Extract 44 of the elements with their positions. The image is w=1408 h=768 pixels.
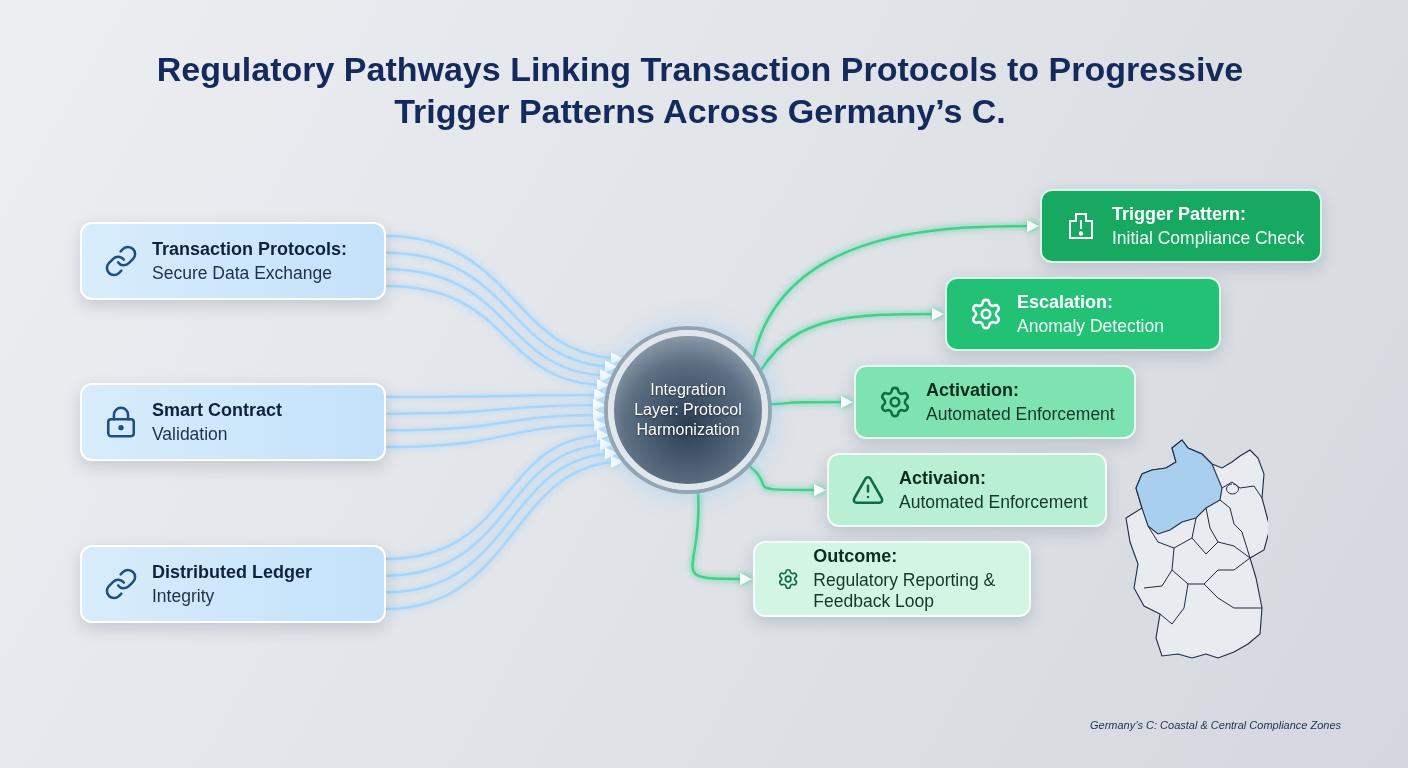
arrow [385,456,624,611]
arrow [752,219,1040,358]
arrow [385,448,618,594]
arrow [771,395,854,409]
arrow [386,388,607,402]
arrow [385,284,610,391]
node-heading: Outcome: [813,546,899,567]
node-text: Initial Compliance Check [1112,227,1305,249]
arrow [386,408,606,432]
arrow [691,493,753,586]
node-text: Integrity [152,585,216,607]
node-text: Regulatory Reporting & Feedback Loop [813,570,997,612]
process-box [854,365,1136,439]
process-box [945,277,1221,351]
node-text: Secure Data Exchange [152,262,333,284]
arrow [386,419,607,449]
node-text: Automated Enforcement [899,491,1088,513]
node-heading: Activaion: [899,467,987,489]
process-box [80,383,386,461]
node-heading: Escalation: [1017,291,1115,313]
map-caption: Germany’s C: Coastal & Central Compliance Zones [1090,719,1342,731]
arrow [385,439,613,577]
node-heading: Activation: [926,379,1020,401]
arrow [385,268,613,381]
process-box [80,545,386,623]
node-heading: Smart Contract [152,399,283,421]
diagram-title: Regulatory Pathways Linking Transaction Protocols to Progressive Trigger Patterns Across Germany’s C. [155,49,1245,132]
node-text: Automated Enforcement [926,403,1115,425]
arrow [749,465,827,497]
hub-label: Integration Layer: Protocol Harmonization [633,380,743,440]
process-box [827,453,1107,527]
arrow [385,234,624,364]
process-box [1040,189,1322,263]
process-box [80,222,386,300]
arrow [385,251,618,372]
node-heading: Distributed Ledger [152,561,312,583]
node-text: Validation [152,423,229,445]
arrow [385,429,610,561]
process-box [753,541,1031,617]
arrow [760,307,945,371]
node-text: Anomaly Detection [1017,315,1164,337]
node-heading: Trigger Pattern: [1112,203,1248,225]
arrow [386,398,606,415]
node-heading: Transaction Protocols: [152,238,348,260]
